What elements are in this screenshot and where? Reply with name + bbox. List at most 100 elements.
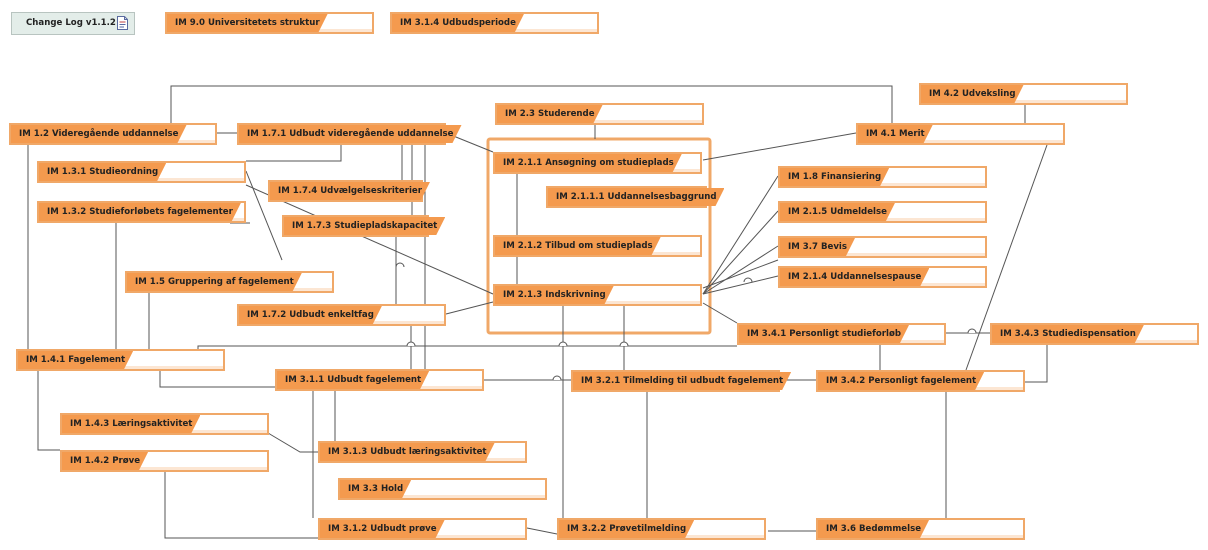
entity-underline [320,535,525,538]
entity-node-im41[interactable]: IM 4.1 Merit [856,123,1065,145]
entity-underline [18,366,223,369]
entity-underline [320,458,525,461]
entity-underline [548,203,705,206]
connector-line [702,175,779,295]
entity-label: IM 3.4.3 Studiedispensation [992,325,1144,343]
entity-label: IM 1.3.2 Studieforløbets fagelementer [39,203,241,221]
connector-line [702,275,779,295]
entity-underline [277,386,482,389]
entity-node-im15[interactable]: IM 1.5 Gruppering af fagelement [125,271,334,293]
entity-node-im23[interactable]: IM 2.3 Studerende [495,103,704,125]
entity-label: IM 2.1.2 Tilbud om studieplads [495,237,661,255]
entity-underline [270,197,421,200]
entity-label: IM 1.4.2 Prøve [62,452,148,470]
entity-label: IM 3.4.2 Personligt fagelement [818,372,984,390]
entity-node-im214[interactable]: IM 2.1.4 Uddannelsespause [778,266,987,288]
entity-node-im18[interactable]: IM 1.8 Finansiering [778,166,987,188]
entity-underline [239,140,444,143]
entity-node-im33[interactable]: IM 3.3 Hold [338,478,547,500]
connector-line [245,170,283,261]
entity-label: IM 1.7.2 Udbudt enkeltfag [239,306,382,324]
entity-underline [340,495,545,498]
entity-underline [780,218,985,221]
connector-line [267,432,318,453]
entity-underline [11,140,215,143]
entity-underline [127,288,332,291]
entity-node-im42[interactable]: IM 4.2 Udveksling [919,83,1128,105]
entity-underline [62,467,267,470]
entity-label: IM 9.0 Universitetets struktur [167,14,328,32]
entity-underline [818,387,1023,390]
entity-node-im171[interactable]: IM 1.7.1 Udbudt videregående uddannelse [237,123,446,145]
entity-underline [739,340,944,343]
entity-label: IM 3.1.4 Udbudsperiode [392,14,524,32]
entity-node-im343[interactable]: IM 3.4.3 Studiedispensation [990,323,1199,345]
entity-node-im36[interactable]: IM 3.6 Bedømmelse [816,518,1025,540]
connector-line [37,413,60,451]
connector-line [170,85,893,123]
connector-line [702,245,779,295]
entity-node-im142[interactable]: IM 1.4.2 Prøve [60,450,269,472]
entity-node-im211[interactable]: IM 2.1.1 Ansøgning om studieplads [493,152,702,174]
entity-label: IM 1.7.1 Udbudt videregående uddannelse [239,125,462,143]
entity-node-im314[interactable]: IM 3.1.4 Udbudsperiode [390,12,599,34]
entity-node-im321[interactable]: IM 3.2.1 Tilmelding til udbudt fagelemen… [571,370,780,392]
entity-node-im212[interactable]: IM 2.1.2 Tilbud om studieplads [493,235,702,257]
line-hop [558,341,568,347]
line-hop [619,341,629,347]
entity-node-im312[interactable]: IM 3.1.2 Udbudt prøve [318,518,527,540]
entity-node-im215[interactable]: IM 2.1.5 Udmeldelse [778,201,987,223]
entity-underline [992,340,1197,343]
connector-line [702,259,779,289]
line-hop [406,341,416,347]
entity-label: IM 1.7.3 Studiepladskapacitet [284,217,445,235]
change-log-button[interactable]: Change Log v1.1.2 [11,12,135,35]
connector-line [526,527,558,535]
entity-label: IM 4.1 Merit [858,125,933,143]
line-hop [967,328,977,334]
entity-underline [39,218,244,221]
entity-node-im174[interactable]: IM 1.7.4 Udvælgelseskriterier [268,180,423,202]
entity-underline [497,120,702,123]
entity-underline [62,430,267,433]
entity-label: IM 2.1.4 Uddannelsespause [780,268,929,286]
entity-node-im313[interactable]: IM 3.1.3 Udbudt læringsaktivitet [318,441,527,463]
entity-node-im37[interactable]: IM 3.7 Bevis [778,236,987,258]
entity-underline [39,178,244,181]
entity-underline [780,183,985,186]
entity-node-im172[interactable]: IM 1.7.2 Udbudt enkeltfag [237,304,446,326]
entity-label: IM 3.7 Bevis [780,238,855,256]
entity-node-im141[interactable]: IM 1.4.1 Fagelement [16,349,225,371]
entity-node-im2111[interactable]: IM 2.1.1.1 Uddannelsesbaggrund [546,186,707,208]
entity-node-im131[interactable]: IM 1.3.1 Studieordning [37,161,246,183]
entity-label: IM 3.2.1 Tilmelding til udbudt fagelemen… [573,372,791,390]
entity-node-im311[interactable]: IM 3.1.1 Udbudt fagelement [275,369,484,391]
entity-label: IM 2.1.1 Ansøgning om studieplads [495,154,682,172]
entity-underline [495,301,700,304]
entity-node-im342[interactable]: IM 3.4.2 Personligt fagelement [816,370,1025,392]
connector-line [245,184,494,295]
connector-line [702,302,738,324]
entity-node-im143[interactable]: IM 1.4.3 Læringsaktivitet [60,413,269,435]
connector-line [702,210,779,295]
document-icon [117,16,128,30]
entity-node-im12[interactable]: IM 1.2 Videregående uddannelse [9,123,217,145]
entity-label: IM 1.7.4 Udvælgelseskriterier [270,182,430,200]
entity-node-im322[interactable]: IM 3.2.2 Prøvetilmelding [557,518,766,540]
entity-node-im90[interactable]: IM 9.0 Universitetets struktur [165,12,374,34]
entity-label: IM 1.2 Videregående uddannelse [11,125,187,143]
entity-label: IM 3.2.2 Prøvetilmelding [559,520,694,538]
entity-label: IM 1.4.1 Fagelement [18,351,133,369]
connector-line [1025,345,1048,383]
entity-label: IM 2.1.5 Udmeldelse [780,203,895,221]
entity-node-im132[interactable]: IM 1.3.2 Studieforløbets fagelementer [37,201,246,223]
connector-line [445,301,494,315]
entity-underline [284,232,427,235]
entity-node-im341[interactable]: IM 3.4.1 Personligt studieforløb [737,323,946,345]
entity-node-im213[interactable]: IM 2.1.3 Indskrivning [493,284,702,306]
entity-label: IM 3.1.3 Udbudt læringsaktivitet [320,443,495,461]
entity-underline [559,535,764,538]
entity-underline [495,169,700,172]
entity-node-im173[interactable]: IM 1.7.3 Studiepladskapacitet [282,215,429,237]
